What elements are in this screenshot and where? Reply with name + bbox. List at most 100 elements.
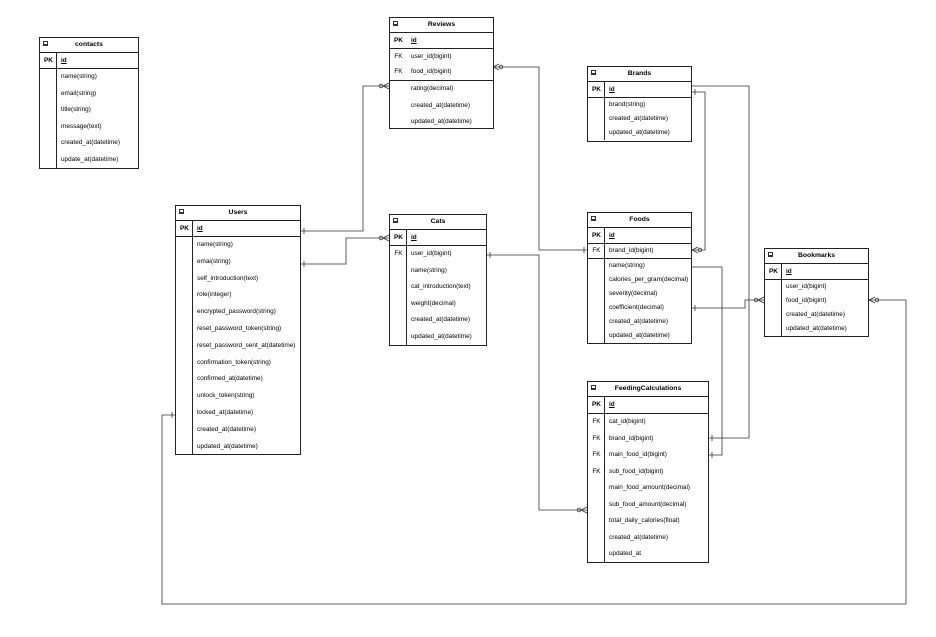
field-row: updated_at(datetime) [176,439,300,456]
pk-label: PK [394,37,403,44]
pk-row: PK id [390,33,493,49]
field-name: locked_at(datetime) [197,408,254,416]
table-title: FeedingCalculations [614,385,682,392]
table-bookmarks[interactable]: Bookmarks PK id user_id(bigint) food_id(… [764,248,869,337]
field-name: reset_password_token(string) [197,324,282,332]
fk-label: FK [394,53,403,60]
field-row: updated_at(datetime) [765,322,868,336]
field-name: brand(string) [609,101,646,108]
table-title: contacts [75,41,103,48]
collapse-icon[interactable] [43,41,48,46]
field-name: created_at(datetime) [411,101,470,109]
table-users[interactable]: Users PK id name(string) emai(string) se… [175,205,301,456]
field-row: rating(decimal) [390,81,493,98]
connector-cats-feeding [487,254,587,511]
field-name: brand_id(bigint) [609,247,654,254]
fk-label: FK [394,68,403,75]
connector-users-cats [301,237,389,265]
field-name: rating(decimal) [411,85,454,92]
field-name: cat_introduction(text) [411,283,471,290]
pk-row: PK id [588,397,708,414]
field-name: created_at(datetime) [609,115,668,122]
field-row: created_at(datetime) [390,312,486,329]
pk-label: PK [769,268,778,275]
field-name: updated_at(datetime) [609,332,670,339]
pk-field: id [411,37,417,44]
connector-users-reviews [301,85,389,232]
field-row: name(string) [40,69,138,86]
pk-row: PK id [390,230,486,246]
field-row: reset_password_token(string) [176,321,300,338]
pk-label: PK [592,232,601,239]
collapse-icon[interactable] [591,385,596,390]
field-row: updated_at(datetime) [390,329,486,346]
collapse-icon[interactable] [393,218,398,223]
field-row: emai(string) [176,254,300,271]
pk-row: PK id [588,228,691,244]
field-row: self_introduction(text) [176,271,300,288]
field-row: updated_at(datetime) [588,126,691,140]
pk-field: id [411,234,417,241]
table-title: Reviews [427,21,456,28]
collapse-icon[interactable] [393,21,398,26]
field-list: brand(string) created_at(datetime) updat… [588,98,691,140]
field-name: severity(decimal) [609,290,658,297]
field-name: user_id(bigint) [411,250,452,257]
pk-field: id [61,57,67,64]
field-row: reset_password_sent_at(datetime) [176,338,300,355]
field-name: sub_food_id(bigint) [609,467,664,475]
collapse-icon[interactable] [768,252,773,257]
field-name: updated_at(datetime) [786,325,847,332]
collapse-icon[interactable] [591,70,596,75]
field-row: user_id(bigint) [765,280,868,294]
table-header: Cats [390,215,486,230]
field-row: role(integer) [176,287,300,304]
table-contacts[interactable]: contacts PK id name(string) email(string… [39,37,139,169]
field-name: name(string) [609,262,645,269]
table-header: contacts [40,38,138,53]
collapse-icon[interactable] [179,209,184,214]
connector-foods-bookmarks [692,299,764,309]
field-name: main_food_amount(decimal) [609,484,690,491]
field-name: created_at(datetime) [786,311,845,318]
table-header: Brands [588,67,691,82]
field-name: created_at(datetime) [61,139,120,146]
field-row: title(string) [40,102,138,119]
field-name: reset_password_sent_at(datetime) [197,341,296,349]
field-row: coefficient(decimal) [588,301,691,315]
field-row: calories_per_gram(decimal) [588,273,691,287]
field-name: confirmation_token(string) [197,358,271,366]
field-row: created_at(datetime) [588,315,691,329]
pk-row: PK id [588,82,691,98]
crowfoot [382,82,390,90]
field-name: cat_id(bigint) [609,418,646,425]
field-row: confirmation_token(string) [176,355,300,372]
table-title: Bookmarks [797,252,836,259]
connector-brands-foods [692,91,706,251]
pk-field: id [609,401,615,408]
field-name: created_at(datetime) [609,533,668,541]
table-title: Foods [629,216,650,223]
field-row: cat_introduction(text) [390,279,486,296]
table-header: Reviews [390,18,493,33]
pk-row: PK id [176,221,300,237]
pk-label: PK [592,86,601,93]
table-brands[interactable]: Brands PK id brand(string) created_at(da… [587,66,692,142]
field-name: user_id(bigint) [786,283,827,290]
field-name: calories_per_gram(decimal) [609,276,689,283]
pk-label: PK [592,401,601,408]
field-name: food_id(bigint) [411,68,452,75]
collapse-icon[interactable] [591,216,596,221]
connector-brands-bookmarks [692,85,750,439]
field-row: brand(string) [588,98,691,112]
field-name: main_food_id(bigint) [609,451,667,458]
field-row: updated_at [588,546,708,563]
